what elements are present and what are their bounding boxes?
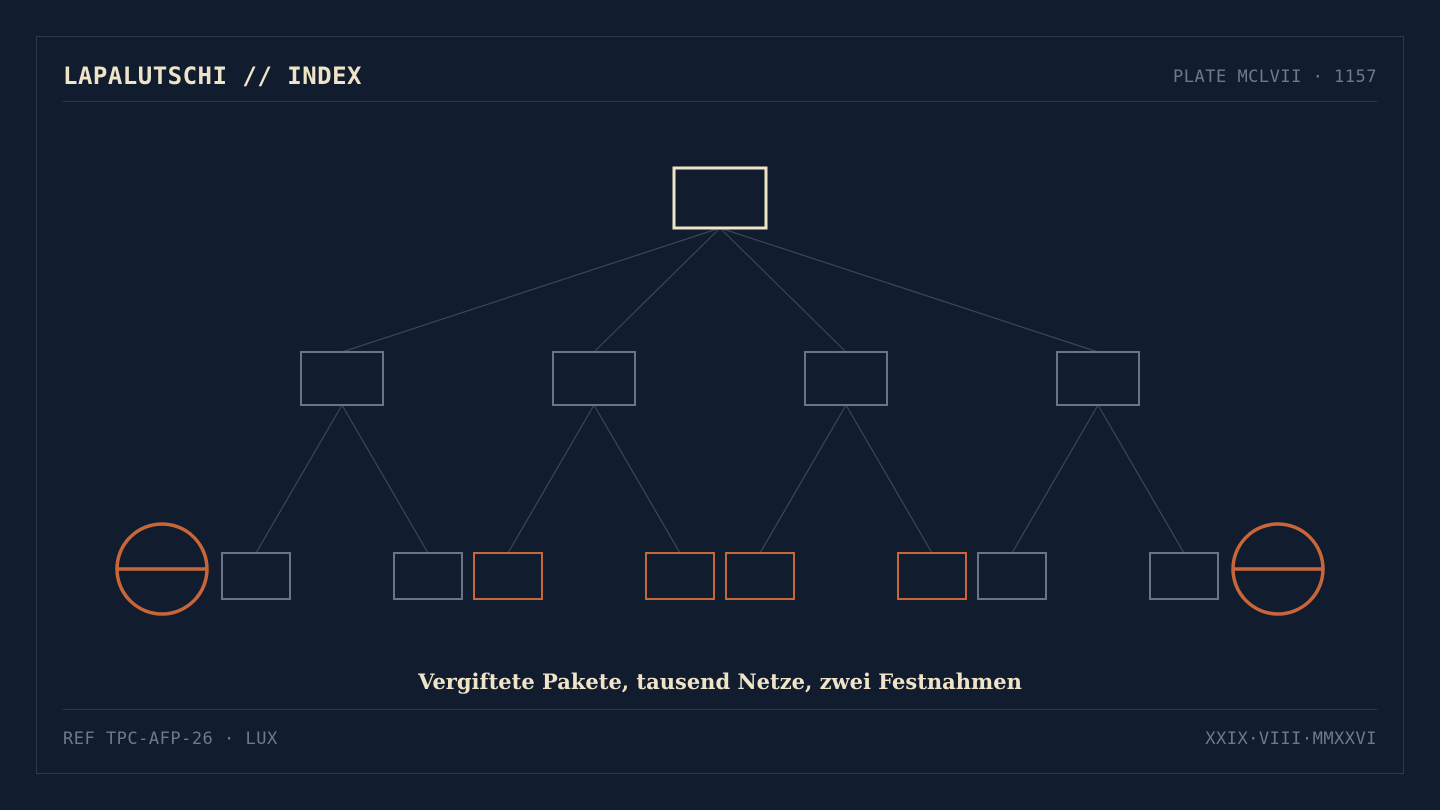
- connector-branch-1-leaf-2: [341, 404, 429, 554]
- connector-branch-2-leaf-1: [507, 404, 595, 554]
- leaf-node-2-2: [645, 552, 715, 600]
- leaf-node-1-2: [393, 552, 463, 600]
- connector-branch-3-leaf-2: [845, 404, 933, 554]
- connector-branch-4-leaf-1: [1011, 404, 1099, 554]
- connector-branch-3-leaf-1: [759, 404, 847, 554]
- connector-branch-1-leaf-1: [255, 404, 343, 554]
- tree-markers: [115, 522, 1325, 616]
- leaf-node-3-1: [725, 552, 795, 600]
- connector-branch-2-leaf-2: [593, 404, 681, 554]
- diagram-caption: Vergiftete Pakete, tausend Netze, zwei F…: [418, 669, 1022, 694]
- root-node: [672, 166, 768, 230]
- branch-node-4: [1056, 351, 1140, 406]
- footer-divider: [63, 709, 1377, 710]
- plate-number: PLATE MCLVII · 1157: [1173, 67, 1377, 87]
- leaf-node-4-2: [1149, 552, 1219, 600]
- connector-root-branch-3: [719, 227, 847, 353]
- leaf-node-3-2: [897, 552, 967, 600]
- connector-branch-4-leaf-2: [1097, 404, 1185, 554]
- leaf-node-2-1: [473, 552, 543, 600]
- branch-node-2: [552, 351, 636, 406]
- tree-nodes: [221, 166, 1219, 600]
- branch-node-1: [300, 351, 384, 406]
- connector-root-branch-2: [593, 227, 721, 353]
- header-divider: [63, 101, 1377, 102]
- circled-bar-icon: [1231, 522, 1325, 616]
- connector-root-branch-1: [341, 227, 721, 353]
- branch-node-3: [804, 351, 888, 406]
- plate-frame: [36, 36, 1404, 774]
- page-title: LAPALUTSCHI // INDEX: [63, 62, 362, 90]
- leaf-node-4-1: [977, 552, 1047, 600]
- reference-code: REF TPC-AFP-26 · LUX: [63, 729, 278, 749]
- plate-date: XXIX·VIII·MMXXVI: [1205, 729, 1377, 749]
- circled-bar-icon: [115, 522, 209, 616]
- tree-connectors: [255, 227, 1185, 554]
- leaf-node-1-1: [221, 552, 291, 600]
- connector-root-branch-4: [719, 227, 1099, 353]
